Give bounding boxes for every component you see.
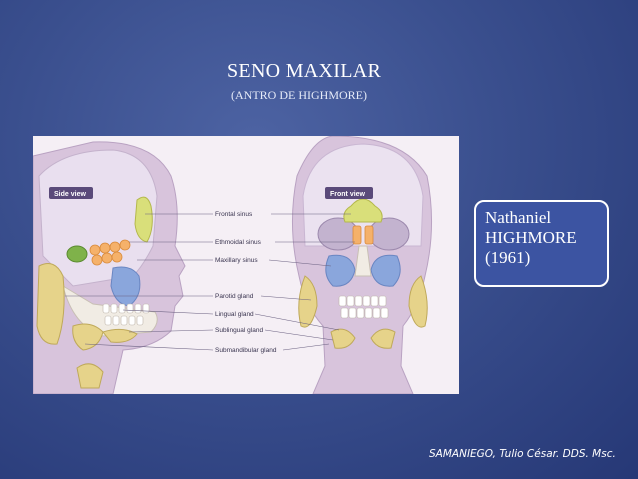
label-parotid-gland: Parotid gland bbox=[215, 293, 254, 300]
side-parotid-gland bbox=[36, 263, 65, 345]
name-line-last: HIGHMORE bbox=[485, 228, 577, 247]
side-frontal-sinus bbox=[134, 196, 153, 243]
leader-lines bbox=[65, 213, 355, 351]
front-view-head bbox=[291, 135, 433, 395]
side-view-label: Side view bbox=[54, 191, 86, 198]
slide-title: SENO MAXILAR bbox=[227, 60, 382, 82]
side-sublingual-gland bbox=[102, 328, 138, 343]
sinus-anatomy-figure: Side view bbox=[32, 135, 459, 395]
front-ethmoidal-sinus bbox=[352, 225, 374, 245]
label-maxillary-sinus: Maxillary sinus bbox=[215, 257, 258, 264]
side-view-label-bg bbox=[49, 187, 93, 199]
slide-subtitle: (ANTRO DE HIGHMORE) bbox=[231, 88, 367, 102]
side-sphenoid-sinus bbox=[66, 245, 88, 263]
name-line-first: Nathaniel bbox=[485, 208, 552, 227]
side-view-head bbox=[32, 141, 186, 395]
front-frontal-sinus bbox=[343, 198, 383, 223]
highmore-name-box: Nathaniel HIGHMORE (1961) bbox=[474, 200, 609, 287]
anatomy-illustration: Side view bbox=[32, 135, 459, 395]
label-submandibular-gland: Submandibular gland bbox=[215, 347, 277, 354]
author-credit: SAMANIEGO, Tulio César. DDS. Msc. bbox=[429, 448, 616, 460]
name-line-year: (1961) bbox=[485, 248, 531, 267]
label-ethmoidal-sinus: Ethmoidal sinus bbox=[215, 239, 262, 246]
front-view-label-bg bbox=[325, 187, 373, 199]
side-ethmoidal-sinus bbox=[89, 239, 131, 266]
front-view-label: Front view bbox=[330, 191, 366, 198]
label-frontal-sinus: Frontal sinus bbox=[215, 211, 253, 218]
front-maxillary-sinus-right bbox=[370, 254, 401, 287]
label-sublingual-gland: Sublingual gland bbox=[215, 327, 263, 334]
label-lingual-gland: Lingual gland bbox=[215, 311, 254, 318]
front-maxillary-sinus-left bbox=[325, 254, 356, 287]
